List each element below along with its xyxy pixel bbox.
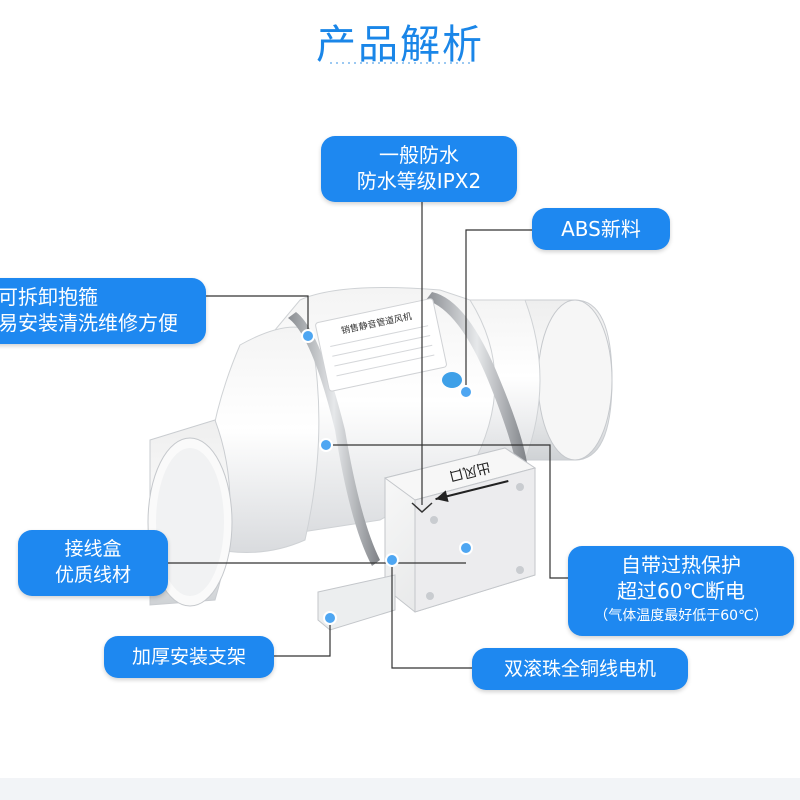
waterproof-line2: 防水等级IPX2 [356,169,482,193]
callout-bracket: 加厚安装支架 [104,636,274,678]
callout-abs: ABS新料 [532,208,670,250]
junction-box-line2: 优质线材 [54,564,131,586]
clamp-ring-left [288,312,380,566]
callout-junction-box: 接线盒 优质线材 [18,530,168,596]
leader-lines [168,202,568,669]
left-inlet-pipe [147,419,233,607]
abs-line1: ABS新料 [561,217,641,241]
page-title: 产品解析 [316,22,484,68]
clamp-ring-right [426,292,528,472]
overheat-line3: （气体温度最好低于60℃） [594,608,768,624]
junction-box: 出风口 [383,447,537,613]
ce-sticker [442,372,462,388]
callout-motor: 双滚珠全铜线电机 [472,648,688,690]
waterproof-line1: 一般防水 [379,143,459,167]
callout-dots [301,329,473,625]
callout-overheat: 自带过热保护 超过60℃断电 （气体温度最好低于60℃） [568,546,794,636]
clamp-line2: 易安装清洗维修方便 [0,311,178,335]
bracket-line1: 加厚安装支架 [131,646,246,668]
callout-clamp: 可拆卸抱箍 易安装清洗维修方便 [0,278,206,344]
title-decoration [330,62,470,68]
overheat-line1: 自带过热保护 [621,553,741,577]
footer-band [0,778,800,800]
junction-box-line1: 接线盒 [64,538,122,560]
callout-waterproof: 一般防水 防水等级IPX2 [321,136,517,202]
right-outlet-pipe [519,299,613,461]
overheat-line2: 超过60℃断电 [617,579,745,603]
clamp-line1: 可拆卸抱箍 [0,285,98,309]
mounting-bracket [317,574,396,631]
motor-line1: 双滚珠全铜线电机 [503,658,656,680]
nameplate: 销售静音管道风机 [315,298,447,392]
